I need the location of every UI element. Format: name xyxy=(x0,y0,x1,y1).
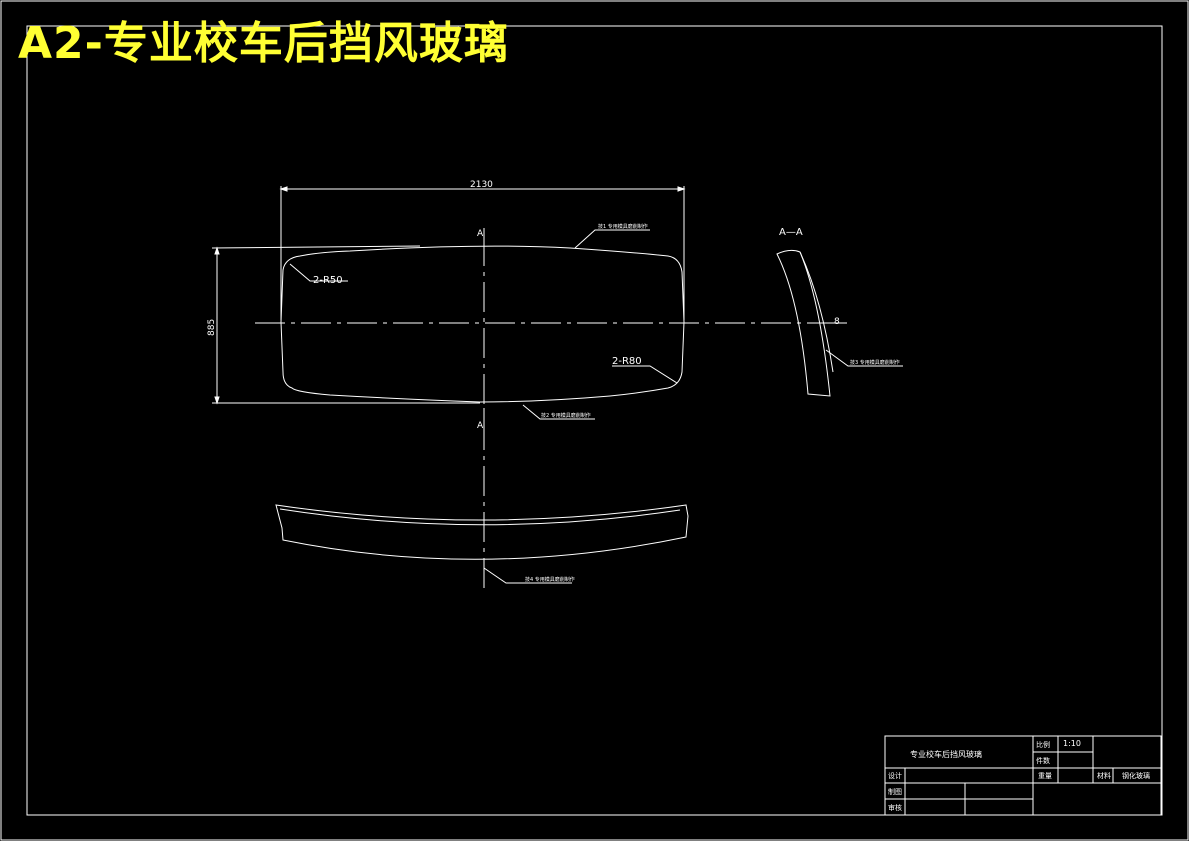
drawing-title-banner: A2-专业校车后挡风玻璃 xyxy=(18,18,509,69)
section-inner-line xyxy=(799,251,834,373)
tb-scale-value: 1:10 xyxy=(1063,739,1081,748)
top-inner-curve xyxy=(279,508,681,526)
tb-material-label: 材料 xyxy=(1097,772,1111,780)
callout-1-text: 技1 专用模具磨削制作 xyxy=(598,223,648,230)
section-mark-bottom: A xyxy=(477,421,484,431)
tb-drafter-label: 制图 xyxy=(888,788,902,796)
section-outline xyxy=(776,249,831,397)
tb-material-value: 钢化玻璃 xyxy=(1122,772,1150,780)
thickness-dimension-text: 8 xyxy=(834,317,840,327)
callout-4-leader xyxy=(483,567,572,584)
tb-scale-label: 比例 xyxy=(1036,741,1050,749)
callout-4-text: 技4 专用模具磨削制作 xyxy=(525,576,575,583)
callout-3-leader xyxy=(825,349,903,367)
title-block xyxy=(884,735,1162,816)
r80-leader xyxy=(612,365,678,384)
width-dimension-text: 2130 xyxy=(470,180,493,190)
callout-1-leader xyxy=(574,229,650,249)
callout-3-text: 技3 专用模具磨削制作 xyxy=(850,359,900,366)
tb-part-name: 专业校车后挡风玻璃 xyxy=(910,750,982,759)
height-dimension-text: 885 xyxy=(207,319,217,336)
height-ext-top xyxy=(211,245,421,249)
tb-checker-label: 审核 xyxy=(888,804,902,812)
glass-outline xyxy=(280,245,685,403)
tb-qty-label: 件数 xyxy=(1036,757,1050,765)
radius-r80-label: 2-R80 xyxy=(612,356,642,367)
tb-designer-label: 设计 xyxy=(888,772,902,780)
r50-leader xyxy=(289,263,348,282)
top-outline xyxy=(275,504,689,560)
title-block-frame xyxy=(884,735,1162,816)
section-view xyxy=(776,249,903,397)
inner-border xyxy=(26,25,1163,816)
front-view xyxy=(211,186,852,590)
section-view-label: A—A xyxy=(779,227,803,238)
width-arrow-left xyxy=(279,186,288,192)
callout-2-text: 技2 专用模具磨削制作 xyxy=(541,412,591,419)
height-arrow-bottom xyxy=(214,396,220,405)
callout-2-leader xyxy=(522,404,595,420)
radius-r50-label: 2-R50 xyxy=(313,275,343,286)
top-view xyxy=(275,504,689,584)
tb-weight-label: 重量 xyxy=(1038,772,1052,780)
width-arrow-right xyxy=(677,186,686,192)
section-mark-top: A xyxy=(477,229,484,239)
height-arrow-top xyxy=(214,246,220,255)
